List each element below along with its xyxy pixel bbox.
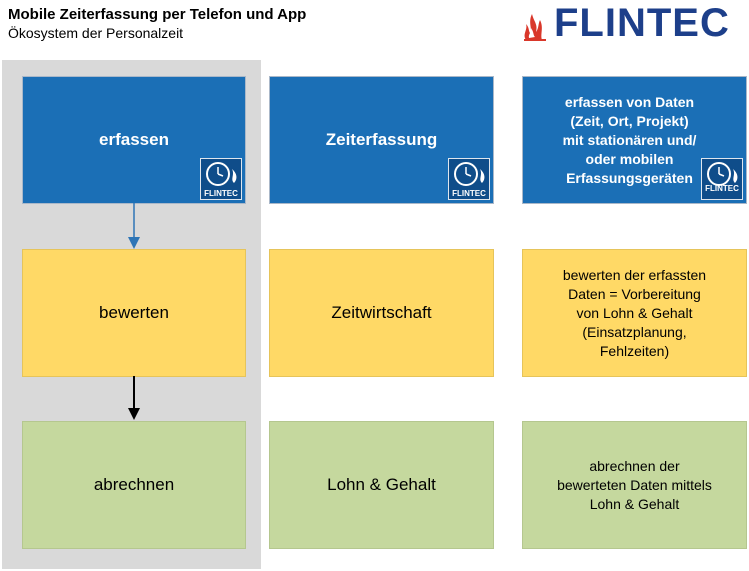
page-subtitle: Ökosystem der Personalzeit [8, 25, 184, 41]
description-line: abrechnen der [589, 457, 680, 474]
flintec-badge: FLINTEC [448, 158, 490, 200]
lohn-gehalt-box: Lohn & Gehalt [269, 421, 494, 549]
badge-label: FLINTEC [705, 184, 739, 193]
clock-icon [707, 162, 738, 186]
description-line: Erfassungsgeräten [566, 170, 693, 186]
flame-icon [524, 14, 546, 41]
erfassen-description: erfassen von Daten (Zeit, Ort, Projekt) … [563, 93, 697, 188]
logo-text: FLINTEC [554, 1, 730, 45]
badge-label: FLINTEC [204, 189, 238, 198]
description-line: (Zeit, Ort, Projekt) [570, 113, 689, 129]
description-line: bewerten der erfassten [562, 266, 707, 283]
description-line: (Einsatzplanung, [582, 323, 687, 340]
flintec-badge: FLINTEC [701, 158, 743, 200]
step-bewerten-label: bewerten [99, 303, 169, 322]
step-abrechnen-label: abrechnen [93, 475, 175, 494]
abrechnen-description-box: abrechnen der bewerteten Daten mittels L… [522, 421, 747, 549]
description-line: Daten = Vorbereitung [568, 285, 701, 302]
description-line: bewerteten Daten mittels [557, 476, 712, 493]
step-abrechnen-box: abrechnen [22, 421, 246, 549]
arrow-bewerten-to-abrechnen [128, 376, 140, 420]
step-erfassen-box: erfassen FLINTEC [22, 76, 246, 204]
bewerten-description-box: bewerten der erfassten Daten = Vorbereit… [522, 249, 747, 377]
lohn-gehalt-label: Lohn & Gehalt [327, 475, 436, 494]
description-line: Fehlzeiten) [599, 342, 670, 359]
abrechnen-description: abrechnen der bewerteten Daten mittels L… [557, 457, 712, 514]
description-line: Lohn & Gehalt [589, 495, 680, 512]
zeitwirtschaft-label: Zeitwirtschaft [331, 303, 432, 322]
step-bewerten-box: bewerten [22, 249, 246, 377]
description-line: erfassen von Daten [564, 94, 695, 110]
badge-label: FLINTEC [452, 189, 486, 198]
zeiterfassung-box: Zeiterfassung FLINTEC [269, 76, 494, 204]
flintec-badge: FLINTEC [200, 158, 242, 200]
description-line: von Lohn & Gehalt [576, 304, 693, 321]
flintec-logo: FLINTEC [520, 1, 746, 45]
zeitwirtschaft-box: Zeitwirtschaft [269, 249, 494, 377]
description-line: mit stationären und/ [562, 132, 697, 148]
page-title: Mobile Zeiterfassung per Telefon und App [8, 6, 307, 23]
erfassen-description-box: erfassen von Daten (Zeit, Ort, Projekt) … [522, 76, 747, 204]
arrow-erfassen-to-bewerten [128, 203, 140, 249]
zeiterfassung-label: Zeiterfassung [325, 130, 438, 149]
step-erfassen-label: erfassen [99, 130, 169, 149]
bewerten-description: bewerten der erfassten Daten = Vorbereit… [563, 266, 706, 361]
clock-icon [454, 162, 485, 186]
description-line: oder mobilen [585, 151, 674, 167]
clock-icon [206, 162, 237, 186]
